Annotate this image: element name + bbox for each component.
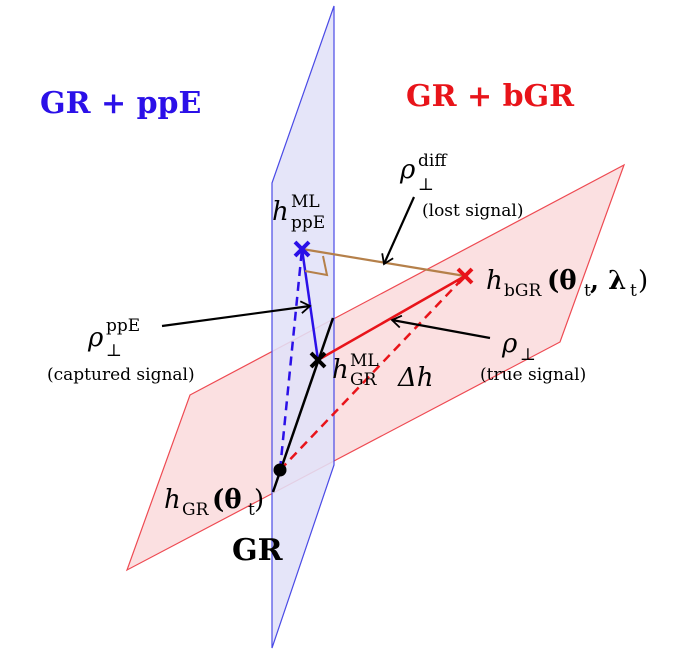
svg-text:diff: diff — [418, 151, 448, 171]
svg-text:ML: ML — [291, 192, 320, 212]
svg-text:⊥: ⊥ — [106, 341, 122, 361]
bgr-marker — [456, 267, 474, 285]
arrow-rho-ppe — [161, 300, 312, 328]
ppe-plane-label: GR + ppE — [40, 86, 201, 121]
gr-line — [271, 317, 335, 493]
rho-perp-label: ρ ⊥ (true signal) — [480, 329, 586, 385]
svg-text:): ) — [638, 266, 648, 296]
svg-text:t: t — [630, 281, 637, 301]
rho-ppe-label: ρ ⊥ ppE (captured signal) — [47, 316, 195, 385]
svg-text:h: h — [164, 485, 181, 515]
bgr-plane — [125, 163, 626, 572]
svg-text:h: h — [486, 266, 503, 296]
svg-text:h: h — [272, 197, 289, 227]
svg-text:(lost signal): (lost signal) — [422, 201, 523, 221]
svg-text:GR: GR — [350, 370, 378, 390]
h-bgr-label: h bGR (θ t , λ t ) — [486, 266, 648, 301]
svg-text:⊥: ⊥ — [418, 175, 434, 195]
rho-diff-label: ρ ⊥ diff (lost signal) — [399, 151, 523, 221]
delta-h-label: Δh — [397, 363, 434, 393]
h-gr-ml-label: h ML GR — [332, 351, 379, 390]
right-angle-marker — [304, 255, 329, 277]
svg-text:ppE: ppE — [291, 213, 325, 233]
svg-text:(true signal): (true signal) — [480, 365, 586, 385]
gr-label: GR — [232, 533, 284, 568]
svg-text:bGR: bGR — [504, 281, 542, 301]
svg-text:ppE: ppE — [106, 316, 140, 336]
ppe-plane — [271, 5, 335, 649]
arrow-rho-perp — [390, 314, 491, 340]
svg-text:ρ: ρ — [501, 329, 518, 359]
h-ppe-ml-label: h ML ppE — [272, 192, 325, 233]
svg-text:, λ: , λ — [590, 266, 626, 296]
ppe-ml-marker — [293, 240, 311, 258]
arrow-rho-diff — [381, 196, 416, 266]
h-gr-label: h GR (θ t ) — [164, 485, 264, 520]
svg-text:ρ: ρ — [87, 323, 104, 353]
svg-text:t: t — [584, 281, 591, 301]
svg-text:h: h — [332, 355, 349, 385]
svg-text:(θ: (θ — [547, 266, 577, 296]
svg-text:(captured signal): (captured signal) — [47, 365, 195, 385]
bgr-plane-label: GR + bGR — [406, 79, 575, 114]
gr-true-point — [273, 463, 287, 477]
svg-text:ρ: ρ — [399, 155, 416, 185]
gr-ml-marker — [309, 351, 327, 369]
svg-text:ML: ML — [350, 351, 379, 371]
svg-text:(θ: (θ — [212, 485, 242, 515]
dashed-to-ppe — [278, 248, 304, 471]
svg-text:t: t — [248, 500, 255, 520]
svg-text:GR: GR — [182, 500, 210, 520]
svg-text:): ) — [254, 485, 264, 515]
svg-text:⊥: ⊥ — [520, 345, 536, 365]
